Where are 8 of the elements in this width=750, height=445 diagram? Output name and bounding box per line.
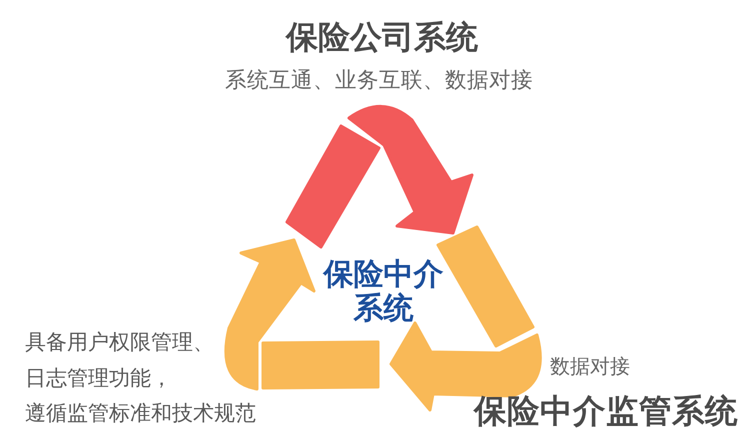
note-text: 日志管理功能， bbox=[25, 366, 172, 392]
system-heading: 保险中介监管系统 bbox=[474, 393, 738, 430]
system-heading: 保险公司系统 bbox=[286, 19, 478, 56]
subtitle-text: 系统互通、业务互联、数据对接 bbox=[225, 68, 533, 94]
note-text: 遵循监管标准和技术规范 bbox=[25, 401, 256, 426]
note-text: 具备用户权限管理、 bbox=[25, 330, 214, 356]
center-title: 保险中介系统 bbox=[322, 258, 444, 326]
subtitle-text: 数据对接 bbox=[550, 354, 630, 378]
